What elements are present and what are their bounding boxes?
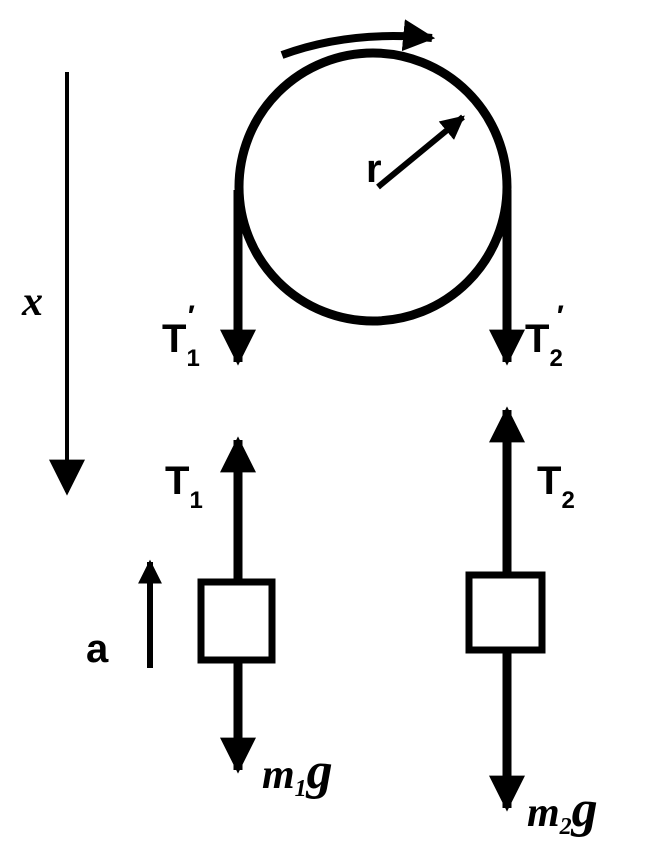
m1g-label: m1g (262, 743, 333, 802)
x-axis-label: x (21, 279, 43, 325)
m2g-label: m2g (527, 781, 598, 840)
m2g-g: g (571, 781, 598, 838)
t1-base: T (165, 459, 189, 503)
t2-sub: 2 (561, 487, 574, 514)
t1-label: T1 (165, 459, 203, 514)
m2g-sub: 2 (559, 814, 572, 840)
mass-2-block (465, 571, 546, 654)
m1g-sub: 1 (295, 776, 307, 802)
t1-prime-sub: 1 (186, 345, 199, 372)
t1-sub: 1 (189, 487, 202, 514)
t2-prime-mark: ′ (557, 300, 564, 333)
t2-base: T (537, 459, 561, 503)
t1-prime-label: T1 ′ (162, 300, 200, 372)
t2-label: T2 (537, 459, 575, 514)
acceleration-label: a (86, 627, 109, 671)
m1g-g: g (306, 743, 333, 800)
rotation-arrow (280, 19, 436, 59)
pulley-wheel (234, 48, 512, 326)
t2-prime-sub: 2 (549, 345, 562, 372)
t1-prime-base: T (162, 317, 186, 361)
radius-label: r (366, 147, 382, 191)
radius-arrow (376, 114, 465, 190)
m1g-m: m (262, 752, 295, 798)
mass-1-block (197, 578, 276, 664)
t2-prime-base: T (525, 317, 549, 361)
t1-prime-mark: ′ (188, 300, 195, 333)
m2g-m: m (527, 790, 560, 836)
t2-prime-label: T2 ′ (525, 300, 564, 372)
